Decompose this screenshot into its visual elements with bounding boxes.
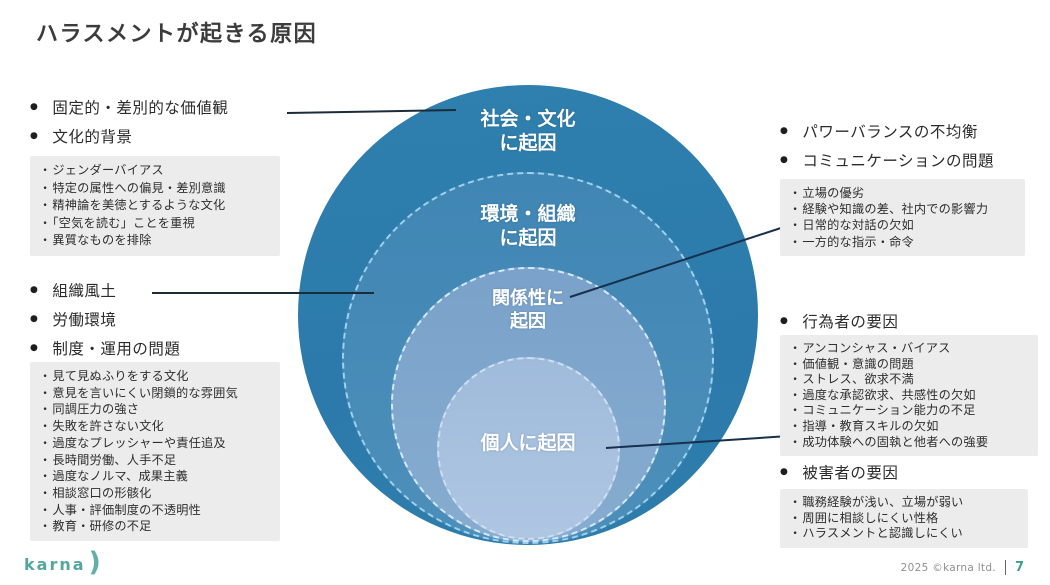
detail-item: 意見を言いにくい閉鎖的な雰囲気 bbox=[39, 385, 271, 402]
detail-item: 立場の優劣 bbox=[789, 185, 1016, 201]
bullet-item: 行為者の要因 bbox=[780, 310, 898, 332]
detail-item: ストレス、欲求不満 bbox=[789, 372, 1029, 388]
ring-individual bbox=[437, 357, 620, 540]
detail-item: 経験や知識の差、社内での影響力 bbox=[789, 201, 1016, 217]
bullet-item: 労働環境 bbox=[30, 308, 180, 330]
detail-item: 特定の属性への偏見・差別意識 bbox=[39, 180, 271, 198]
ring-label-environment-organization: 環境・組織 に起因 bbox=[480, 203, 576, 249]
detail-item: 周囲に相談しにくい性格 bbox=[789, 511, 1019, 527]
left-detail-box-society: ジェンダーバイアス 特定の属性への偏見・差別意識 精神論を美徳とするような文化 … bbox=[30, 156, 280, 256]
detail-item: 成功体験への固執と他者への強要 bbox=[789, 435, 1029, 451]
detail-item: 職務経験が浅い、立場が弱い bbox=[789, 495, 1019, 511]
detail-item: 異質なものを排除 bbox=[39, 232, 271, 250]
footer: 2025 ©karna ltd. 7 bbox=[901, 560, 1024, 575]
detail-item: ジェンダーバイアス bbox=[39, 162, 271, 180]
detail-item: アンコンシャス・バイアス bbox=[789, 341, 1029, 357]
right-detail-box-relationship: 立場の優劣 経験や知識の差、社内での影響力 日常的な対話の欠如 一方的な指示・命… bbox=[780, 179, 1025, 256]
left-bullets-organization: 組織風土 労働環境 制度・運用の問題 bbox=[30, 279, 180, 366]
detail-item: コミュニケーション能力の不足 bbox=[789, 403, 1029, 419]
detail-item: 日常的な対話の欠如 bbox=[789, 217, 1016, 233]
bullet-item: パワーバランスの不均衡 bbox=[780, 120, 994, 142]
karna-logo: karna ) bbox=[24, 549, 101, 576]
detail-item: 長時間労働、人手不足 bbox=[39, 452, 271, 469]
detail-item: 教育・研修の不足 bbox=[39, 518, 271, 535]
detail-item: 一方的な指示・命令 bbox=[789, 234, 1016, 250]
detail-item: 相談窓口の形骸化 bbox=[39, 485, 271, 502]
detail-item: 過度なプレッシャーや責任追及 bbox=[39, 435, 271, 452]
detail-item: 失敗を許さない文化 bbox=[39, 418, 271, 435]
bullet-item: 被害者の要因 bbox=[780, 461, 898, 483]
detail-item: 精神論を美徳とするような文化 bbox=[39, 197, 271, 215]
detail-item: 「空気を読む」ことを重視 bbox=[39, 215, 271, 233]
copyright-text: 2025 ©karna ltd. bbox=[900, 561, 996, 574]
right-detail-box-perpetrator: アンコンシャス・バイアス 価値観・意識の問題 ストレス、欲求不満 過度な承認欲求… bbox=[780, 335, 1038, 457]
detail-item: 過度なノルマ、成果主義 bbox=[39, 468, 271, 485]
logo-paren-icon: ) bbox=[88, 547, 101, 578]
right-heading-victim: 被害者の要因 bbox=[780, 461, 898, 483]
right-detail-box-victim: 職務経験が浅い、立場が弱い 周囲に相談しにくい性格 ハラスメントと認識しにくい bbox=[780, 489, 1028, 548]
bullet-item: 制度・運用の問題 bbox=[30, 337, 180, 359]
detail-item: 同調圧力の強さ bbox=[39, 401, 271, 418]
detail-item: 見て見ぬふりをする文化 bbox=[39, 368, 271, 385]
page-title: ハラスメントが起きる原因 bbox=[36, 22, 318, 47]
detail-item: 過度な承認欲求、共感性の欠如 bbox=[789, 388, 1029, 404]
left-detail-box-organization: 見て見ぬふりをする文化 意見を言いにくい閉鎖的な雰囲気 同調圧力の強さ 失敗を許… bbox=[30, 362, 280, 542]
detail-item: 価値観・意識の問題 bbox=[789, 357, 1029, 373]
ring-label-society-culture: 社会・文化 に起因 bbox=[480, 108, 576, 154]
left-bullets-society: 固定的・差別的な価値観 文化的背景 bbox=[30, 96, 228, 154]
detail-item: 人事・評価制度の不透明性 bbox=[39, 502, 271, 519]
detail-item: ハラスメントと認識しにくい bbox=[789, 526, 1019, 542]
ring-label-relationship: 関係性に 起因 bbox=[492, 288, 564, 332]
logo-text: karna bbox=[24, 555, 86, 574]
ring-label-individual: 個人に起因 bbox=[480, 432, 576, 454]
footer-divider bbox=[1004, 560, 1006, 575]
page-number: 7 bbox=[1014, 560, 1024, 575]
detail-item: 指導・教育スキルの欠如 bbox=[789, 419, 1029, 435]
bullet-item: 固定的・差別的な価値観 bbox=[30, 96, 228, 118]
bullet-item: 組織風土 bbox=[30, 279, 180, 301]
bullet-item: 文化的背景 bbox=[30, 125, 228, 147]
bullet-item: コミュニケーションの問題 bbox=[780, 149, 994, 171]
right-bullets-relationship: パワーバランスの不均衡 コミュニケーションの問題 bbox=[780, 120, 994, 178]
right-heading-perpetrator: 行為者の要因 bbox=[780, 310, 898, 332]
